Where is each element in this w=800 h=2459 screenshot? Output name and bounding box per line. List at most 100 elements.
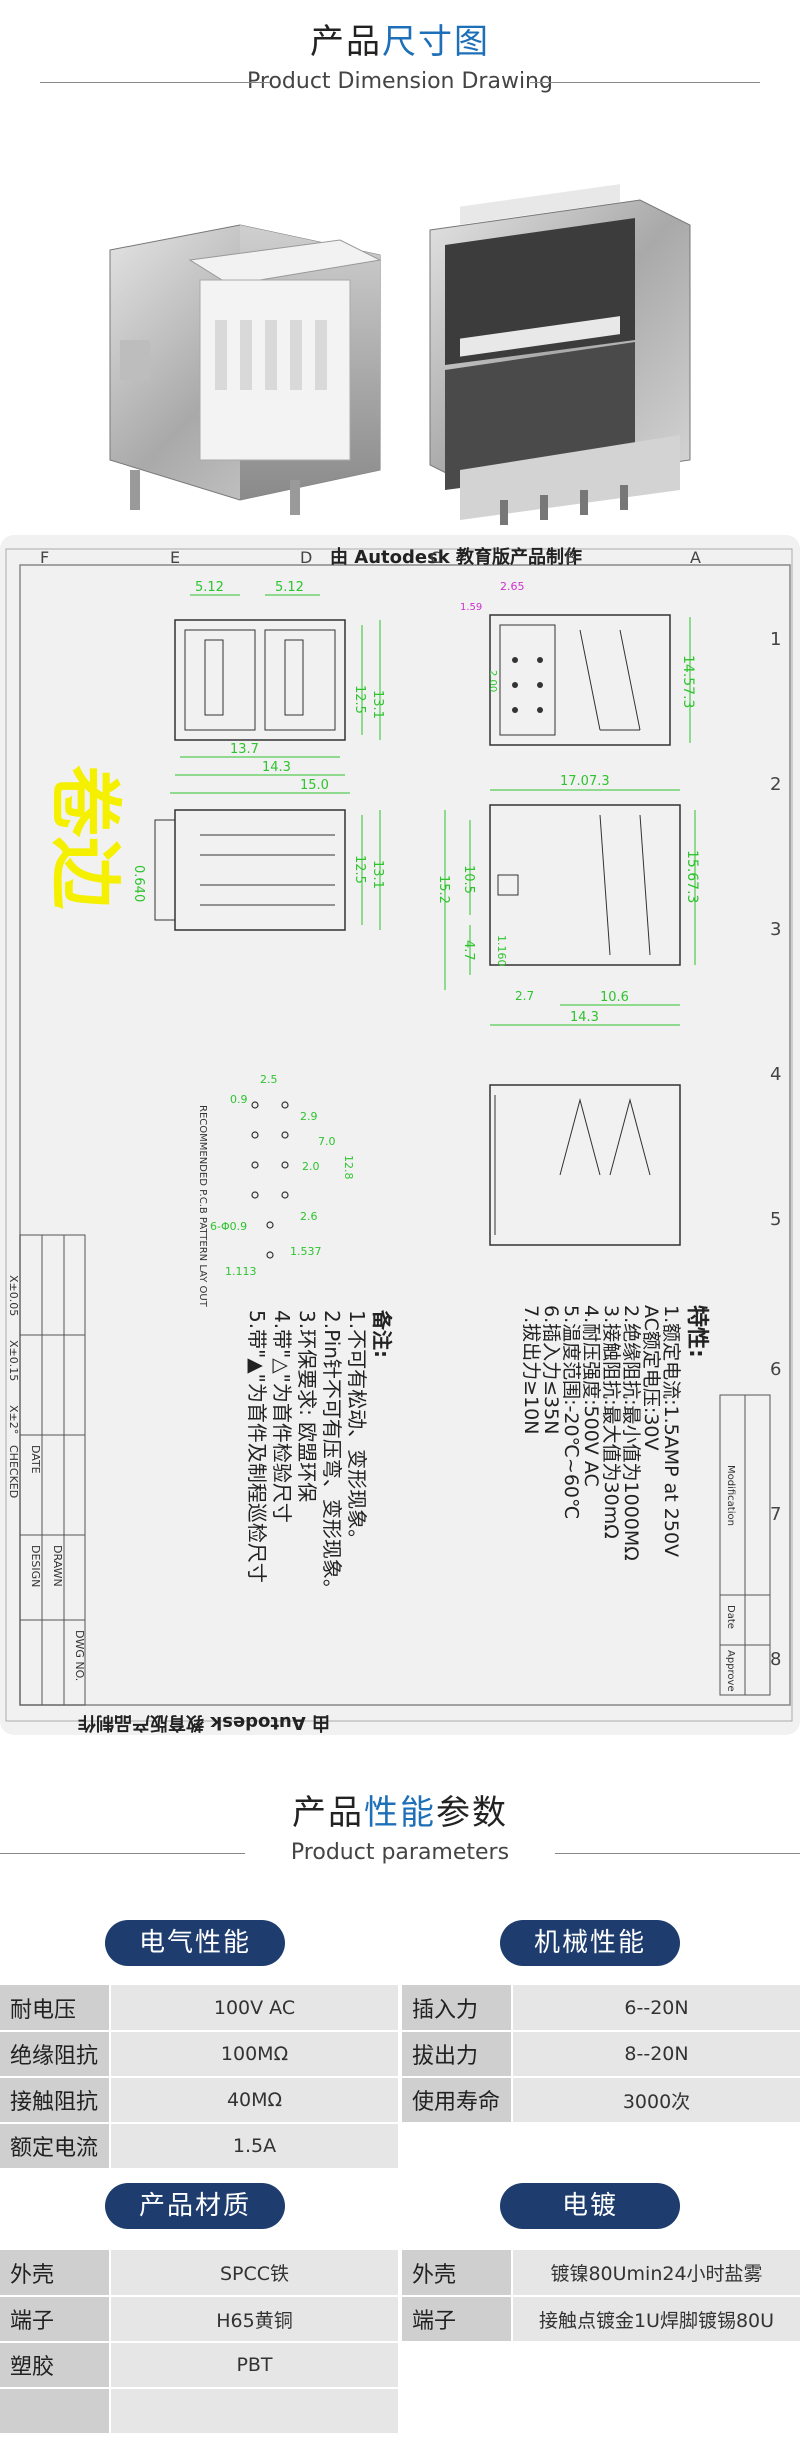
- border-letter-group: A B C D E F: [40, 548, 701, 567]
- row-value: SPCC铁: [110, 2250, 398, 2297]
- tol-3: X±2°: [7, 1405, 20, 1434]
- dim-right-8: 14.3: [570, 1010, 599, 1025]
- dim-right-3: 10.5: [461, 865, 476, 894]
- table-row: [0, 2388, 398, 2435]
- row-key: 外壳: [0, 2250, 111, 2297]
- row-key: 插入力: [402, 1985, 513, 2032]
- specs: 特性: 1.额定电流:1.5AMP at 250V AC额定电压:30V 2.绝…: [520, 1305, 710, 1561]
- notes-title: 备注:: [370, 1309, 394, 1358]
- dim-top-5: 15.0: [300, 778, 329, 793]
- table-row: 外壳镀镍80Umin24小时盐雾: [402, 2250, 800, 2297]
- pcb-dim-6: 12.8: [342, 1155, 355, 1180]
- tol-1: X±0.05: [7, 1275, 20, 1316]
- row-value: 8--20N: [512, 2031, 800, 2078]
- specs-title: 特性:: [684, 1305, 710, 1358]
- params-title: 产品性能参数: [0, 1785, 800, 1834]
- row-value: 镀镍80Umin24小时盐雾: [512, 2250, 800, 2297]
- pcb-dim-1: 2.5: [260, 1073, 278, 1086]
- product-photos: [80, 170, 720, 530]
- pcb-dim-2: 0.9: [230, 1093, 248, 1106]
- dim-top-1: 5.12: [195, 580, 224, 595]
- params-left-divider: [0, 1852, 245, 1854]
- note-3: 3.环保要求: 欧盟环保: [295, 1310, 319, 1502]
- dim-top-3: 13.7: [230, 742, 259, 757]
- plating-table: 外壳镀镍80Umin24小时盐雾 端子接触点镀金1U焊脚镀锡80U: [402, 2250, 800, 2343]
- rev-approve: Approve: [725, 1650, 736, 1692]
- front-view: 12.5 13.1 0.640: [131, 809, 385, 931]
- title-part-1: 产品: [310, 22, 382, 62]
- border-number-4: 4: [770, 1064, 781, 1085]
- border-letter-f: F: [40, 548, 49, 567]
- params-subtitle: Product parameters: [0, 1840, 800, 1865]
- spec-7: 6.插入力≤35N: [540, 1305, 562, 1434]
- dim-top-7: 13.1: [370, 690, 385, 719]
- row-value: H65黄铜: [110, 2296, 398, 2343]
- outer-frame: [19, 564, 791, 1706]
- border-letter-a: A: [690, 548, 701, 567]
- pcb-dim-4: 7.0: [318, 1135, 336, 1148]
- border-number-7: 7: [770, 1504, 781, 1525]
- dimension-subtitle: Product Dimension Drawing: [0, 69, 800, 94]
- row-key: 使用寿命: [402, 2077, 513, 2124]
- row-value: 100V AC: [110, 1985, 398, 2032]
- note-1: 1.不可有松动、变形现象。: [345, 1310, 369, 1549]
- tb-date: DATE: [29, 1445, 42, 1474]
- dim-right-2: 15.2: [436, 875, 451, 904]
- left-divider: [40, 81, 270, 83]
- dim-top-6: 12.5: [352, 685, 367, 714]
- row-value: 6--20N: [512, 1985, 800, 2032]
- right-view: 17.07.3 15.2 10.5 4.7 1.160 2.7 10.6 14.…: [436, 774, 700, 1026]
- revision-table: Modification Date Approve: [719, 1394, 771, 1696]
- note-4: 4.带"△"为首件检验尺寸: [270, 1310, 294, 1523]
- row-key: 外壳: [402, 2250, 513, 2297]
- watermark: 卷边: [43, 765, 127, 909]
- dim-right-4: 4.7: [461, 940, 476, 961]
- border-frame: [5, 548, 793, 1722]
- technical-drawing: 由 Autodesk 教育版产品制作 由 Autodesk 教育版产品制作 1 …: [0, 535, 800, 1735]
- row-value: [110, 2388, 398, 2435]
- dim-top-4: 14.3: [262, 760, 291, 775]
- row-value: 40MΩ: [110, 2077, 398, 2124]
- border-number-8: 8: [770, 1649, 781, 1670]
- border-letter-b: B: [565, 548, 576, 567]
- pcb-dim-9: 1.113: [225, 1265, 257, 1278]
- top-view: 5.12 5.12 13.7 14.3 15.0 12.5 13.1: [170, 580, 385, 794]
- title-block: X±0.05 X±0.15 X±2° CHECKED DATE DRAWN DE…: [7, 1234, 86, 1706]
- row-key: 拔出力: [402, 2031, 513, 2078]
- row-key: 端子: [402, 2296, 513, 2343]
- border-number-6: 6: [770, 1359, 781, 1380]
- row-value: 3000次: [512, 2077, 800, 2124]
- dimension-subtitle-text: Product Dimension Drawing: [247, 69, 553, 94]
- note-5: 5.带"▲"为首件及制程巡检尺寸: [245, 1310, 269, 1583]
- dim-right-6: 2.7: [515, 989, 534, 1003]
- border-letter-d: D: [300, 548, 312, 567]
- side-view: 2.65 1.59 2.00 14.57.3: [460, 580, 696, 746]
- material-pill: 产品材质: [105, 2183, 285, 2229]
- dim-side-3: 2.00: [487, 670, 498, 692]
- params-title-3: 参数: [436, 1793, 508, 1833]
- dimension-title: 产品尺寸图: [0, 14, 800, 63]
- spec-2: AC额定电压:30V: [640, 1305, 662, 1451]
- drawing-header: 由 Autodesk 教育版产品制作: [330, 546, 582, 568]
- params-section-header: 产品性能参数 Product parameters: [0, 1785, 800, 1865]
- spec-6: 5.温度范围:-20℃~60℃: [560, 1305, 582, 1519]
- pcb-dim-7: 6-Φ0.9: [210, 1220, 247, 1233]
- connector-front-view: [429, 184, 691, 525]
- tb-design: DESIGN: [29, 1545, 42, 1587]
- border-letter-e: E: [170, 548, 180, 567]
- row-key: 接触阻抗: [0, 2077, 111, 2124]
- pcb-dim-5: 2.0: [302, 1160, 320, 1173]
- row-value: 100MΩ: [110, 2031, 398, 2078]
- border-number-2: 2: [770, 774, 781, 795]
- pcb-dim-8: 2.6: [300, 1210, 318, 1223]
- dim-side-4: 14.57.3: [680, 655, 696, 708]
